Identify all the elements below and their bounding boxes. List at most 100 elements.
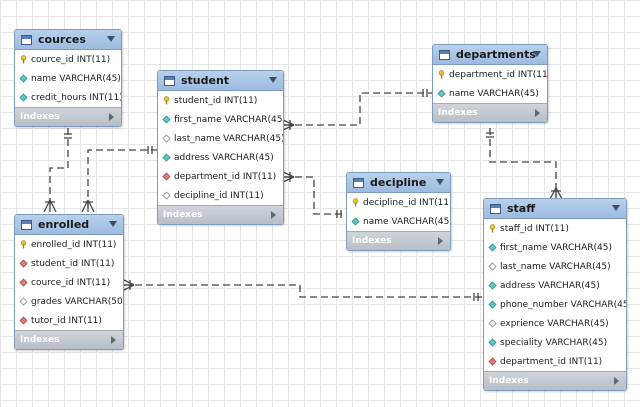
column-label: name VARCHAR(45) (363, 216, 451, 227)
indexes-label: Indexes (20, 112, 60, 122)
chevron-right-icon[interactable] (111, 336, 116, 344)
column-label: department_id INT(11) (500, 356, 603, 367)
column-row[interactable]: staff_id INT(11) (484, 219, 626, 238)
entity-header[interactable]: cources (15, 30, 121, 50)
column-label: first_name VARCHAR(45) (174, 114, 284, 125)
column-label: student_id INT(11) (31, 258, 115, 269)
column-label: address VARCHAR(45) (174, 152, 274, 163)
cardinality-one-mark (422, 89, 428, 97)
indexes-label: Indexes (352, 236, 392, 246)
column-icon (488, 243, 497, 252)
indexes-section[interactable]: Indexes (158, 205, 283, 224)
connector-departments-staff (489, 128, 557, 197)
column-label: enrolled_id INT(11) (31, 239, 117, 250)
entity-decipline[interactable]: decipline decipline_id INT(11) name VARCH… (346, 172, 451, 251)
chevron-right-icon[interactable] (438, 237, 443, 245)
chevron-down-icon[interactable] (109, 221, 117, 227)
column-label: credit_hours INT(11) (31, 92, 122, 103)
cardinality-many-mark (81, 199, 95, 213)
column-row[interactable]: name VARCHAR(45) (15, 69, 121, 88)
column-icon (19, 74, 28, 83)
column-label: phone_number VARCHAR(45) (500, 299, 627, 310)
indexes-label: Indexes (438, 108, 478, 118)
column-row[interactable]: phone_number VARCHAR(45) (484, 295, 626, 314)
table-icon (353, 177, 364, 188)
chevron-down-icon[interactable] (436, 179, 444, 185)
column-row[interactable]: name VARCHAR(45) (347, 212, 450, 231)
column-row[interactable]: grades VARCHAR(50) (15, 292, 123, 311)
column-icon (162, 153, 171, 162)
indexes-label: Indexes (20, 335, 60, 345)
column-row[interactable]: cource_id INT(11) (15, 273, 123, 292)
column-row[interactable]: student_id INT(11) (15, 254, 123, 273)
entity-header[interactable]: enrolled (15, 215, 123, 235)
chevron-right-icon[interactable] (271, 211, 276, 219)
entity-enrolled[interactable]: enrolled enrolled_id INT(11) student_id I… (14, 214, 124, 350)
indexes-section[interactable]: Indexes (15, 330, 123, 349)
indexes-label: Indexes (163, 210, 203, 220)
column-row[interactable]: name VARCHAR(45) (433, 84, 547, 103)
entity-header[interactable]: decipline (347, 173, 450, 193)
entity-title: enrolled (38, 218, 90, 231)
foreign-key-icon (488, 357, 497, 366)
cardinality-many-mark (549, 187, 563, 200)
column-list: department_id INT(11)name VARCHAR(45) (433, 65, 547, 103)
chevron-down-icon[interactable] (533, 51, 541, 57)
cardinality-one-mark (336, 210, 342, 218)
indexes-label: Indexes (489, 376, 529, 386)
column-row[interactable]: enrolled_id INT(11) (15, 235, 123, 254)
column-row[interactable]: address VARCHAR(45) (484, 276, 626, 295)
column-row[interactable]: tutor_id INT(11) (15, 311, 123, 330)
cardinality-one-mark (486, 132, 494, 138)
cardinality-many-mark (282, 171, 295, 183)
cardinality-many-mark (123, 279, 135, 291)
column-icon (437, 89, 446, 98)
column-row[interactable]: decipline_id INT(11) (347, 193, 450, 212)
chevron-down-icon[interactable] (269, 77, 277, 83)
column-row[interactable]: first_name VARCHAR(45) (484, 238, 626, 257)
chevron-right-icon[interactable] (109, 113, 114, 121)
indexes-section[interactable]: Indexes (347, 231, 450, 250)
foreign-key-icon (19, 316, 28, 325)
chevron-down-icon[interactable] (612, 205, 620, 211)
primary-key-icon (351, 198, 360, 207)
connector-student-decipline (284, 176, 347, 215)
entity-header[interactable]: student (158, 71, 283, 91)
column-row[interactable]: last_name VARCHAR(45) (484, 257, 626, 276)
column-icon (19, 93, 28, 102)
cardinality-one-mark (473, 293, 479, 301)
entity-header[interactable]: departments (433, 45, 547, 65)
chevron-right-icon[interactable] (535, 109, 540, 117)
column-label: staff_id INT(11) (500, 223, 569, 234)
primary-key-icon (437, 70, 446, 79)
column-list: student_id INT(11) first_name VARCHAR(45)… (158, 91, 283, 205)
entity-staff[interactable]: staff staff_id INT(11) first_name VARCHAR… (483, 198, 627, 391)
column-row[interactable]: exprience VARCHAR(45) (484, 314, 626, 333)
chevron-right-icon[interactable] (614, 377, 619, 385)
indexes-section[interactable]: Indexes (15, 107, 121, 126)
column-row[interactable]: department_id INT(11) (158, 167, 283, 186)
column-row[interactable]: student_id INT(11) (158, 91, 283, 110)
nullable-column-icon (488, 262, 497, 271)
column-row[interactable]: cource_id INT(11) (15, 50, 121, 69)
entity-student[interactable]: student student_id INT(11) first_name VAR… (157, 70, 284, 225)
indexes-section[interactable]: Indexes (484, 371, 626, 390)
entity-departments[interactable]: departments department_id INT(11)name VA… (432, 44, 548, 123)
column-row[interactable]: speciality VARCHAR(45) (484, 333, 626, 352)
column-row[interactable]: credit_hours INT(11) (15, 88, 121, 107)
column-row[interactable]: last_name VARCHAR(45) (158, 129, 283, 148)
column-row[interactable]: first_name VARCHAR(45) (158, 110, 283, 129)
entity-header[interactable]: staff (484, 199, 626, 219)
cardinality-one-mark (64, 133, 72, 139)
column-label: address VARCHAR(45) (500, 280, 600, 291)
cardinality-one-mark (147, 146, 153, 154)
indexes-section[interactable]: Indexes (433, 103, 547, 122)
foreign-key-icon (19, 259, 28, 268)
column-row[interactable]: decipline_id INT(11) (158, 186, 283, 205)
column-row[interactable]: address VARCHAR(45) (158, 148, 283, 167)
entity-cources[interactable]: cources cource_id INT(11)name VARCHAR(45… (14, 29, 122, 127)
column-row[interactable]: department_id INT(11) (433, 65, 547, 84)
nullable-column-icon (162, 134, 171, 143)
column-row[interactable]: department_id INT(11) (484, 352, 626, 371)
chevron-down-icon[interactable] (107, 36, 115, 42)
